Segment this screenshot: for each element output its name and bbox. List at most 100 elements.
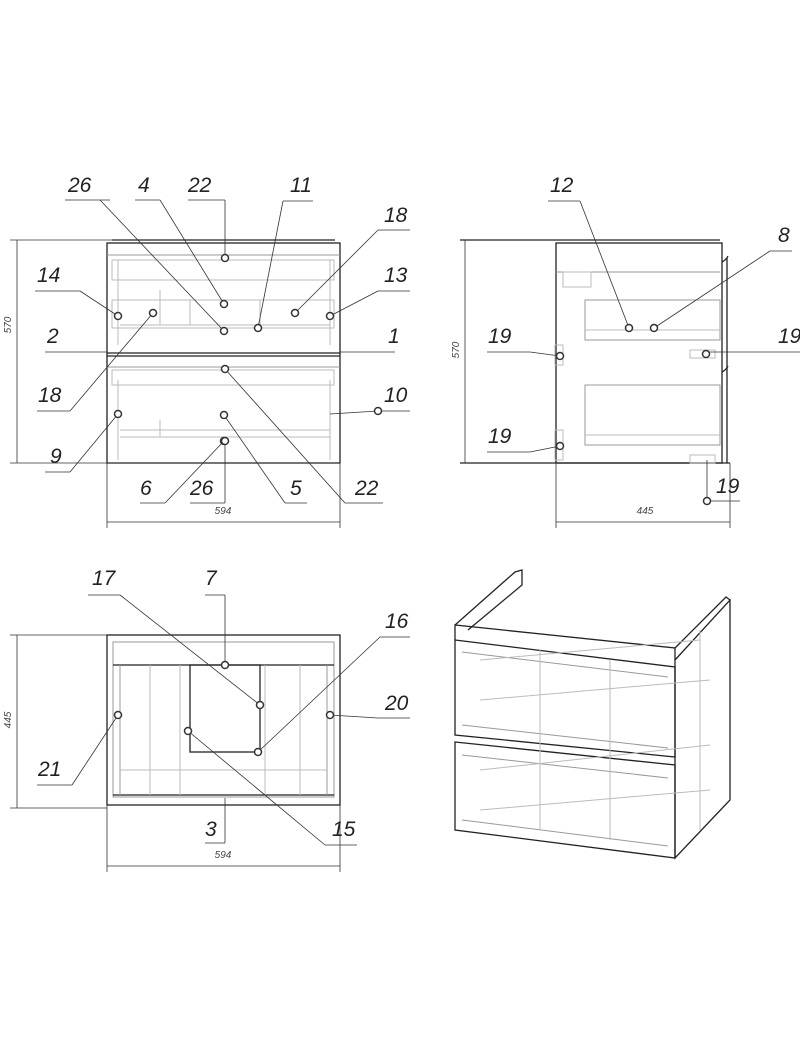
- top-width-dimension: 594: [215, 850, 232, 861]
- callout-front: 18: [290, 204, 410, 318]
- callout-front: 13: [325, 264, 410, 321]
- part-marker: [555, 351, 565, 361]
- part-number-label: 2: [46, 325, 59, 348]
- callout-top: 3: [205, 798, 226, 844]
- callout-top: 17: [88, 567, 265, 710]
- part-marker: [702, 496, 712, 506]
- part-number-label: 7: [205, 567, 218, 590]
- callout-front: 4: [135, 174, 229, 309]
- callout-front: 18: [37, 308, 158, 412]
- leader-line: [329, 410, 379, 415]
- callout-front: 1: [340, 325, 400, 353]
- part-marker: [113, 311, 123, 321]
- part-marker: [701, 349, 711, 359]
- top-outline: [106, 634, 341, 806]
- callout-side: 19: [487, 425, 565, 453]
- callout-front: 2: [45, 325, 107, 353]
- part-number-label: 19: [778, 325, 800, 348]
- part-number-label: 18: [384, 204, 408, 227]
- part-number-label: 4: [138, 174, 150, 197]
- part-marker: [220, 364, 230, 374]
- front-width-dimension: 594: [215, 506, 232, 517]
- leader-line: [223, 414, 286, 504]
- part-number-label: 8: [778, 224, 790, 247]
- callout-side: 19: [487, 325, 565, 361]
- callout-front: 26: [65, 174, 229, 336]
- callout-front: 9: [45, 409, 123, 473]
- part-number-label: 18: [38, 384, 62, 407]
- part-number-label: 12: [550, 174, 574, 197]
- callout-front: 22: [220, 364, 383, 504]
- leader-line: [257, 200, 284, 329]
- callout-top: 7: [205, 567, 230, 670]
- isometric-view: [454, 569, 731, 860]
- part-number-label: 15: [332, 818, 356, 841]
- part-number-label: 22: [354, 477, 379, 500]
- callout-front: 26: [189, 436, 230, 504]
- callout-front: 6: [140, 436, 229, 504]
- part-marker: [220, 436, 230, 446]
- side-outline: [555, 242, 723, 464]
- part-marker: [373, 406, 383, 416]
- part-marker: [253, 323, 263, 333]
- part-marker: [220, 660, 230, 670]
- part-number-label: 9: [50, 445, 62, 468]
- part-number-label: 13: [384, 264, 408, 287]
- side-height-dimension: 570: [451, 341, 462, 358]
- side-view: 570 445 12 8 19 19 19 19: [451, 174, 800, 528]
- iso-drawer-bottom: [454, 741, 676, 859]
- callout-side: 8: [649, 224, 792, 333]
- leader-line: [187, 730, 326, 846]
- part-marker: [219, 299, 229, 309]
- part-marker: [325, 710, 335, 720]
- leader-line: [69, 312, 154, 412]
- leader-line: [164, 440, 225, 504]
- part-marker: [624, 323, 634, 333]
- part-number-label: 10: [384, 384, 408, 407]
- leader-line: [653, 250, 771, 329]
- leader-line: [119, 594, 261, 706]
- callout-top: 16: [253, 610, 410, 757]
- callout-side: 19: [701, 325, 800, 359]
- part-number-label: 22: [187, 174, 212, 197]
- callout-front: 22: [187, 174, 230, 263]
- leader-line: [99, 199, 225, 332]
- side-depth-dimension: 445: [637, 506, 654, 517]
- part-marker: [219, 410, 229, 420]
- leader-line: [579, 200, 630, 329]
- part-number-label: 6: [140, 477, 152, 500]
- part-number-label: 3: [205, 818, 217, 841]
- callout-side: 19: [702, 460, 740, 506]
- part-number-label: 1: [388, 325, 400, 348]
- part-number-label: 16: [385, 610, 409, 633]
- part-number-label: 19: [488, 425, 512, 448]
- leader-line: [329, 290, 379, 317]
- part-marker: [219, 326, 229, 336]
- part-marker: [113, 409, 123, 419]
- callout-front: 10: [329, 384, 410, 416]
- leader-line: [529, 351, 561, 357]
- leader-line: [257, 636, 381, 753]
- front-height-dimension: 570: [3, 316, 14, 333]
- part-marker: [290, 308, 300, 318]
- part-marker: [253, 747, 263, 757]
- leader-line: [224, 368, 346, 504]
- callout-top: 21: [37, 710, 123, 786]
- part-number-label: 17: [92, 567, 117, 590]
- top-depth-dimension: 445: [3, 711, 14, 728]
- callout-top: 20: [325, 692, 410, 720]
- part-number-label: 14: [37, 264, 60, 287]
- callout-side: 12: [548, 174, 634, 333]
- callout-front: 11: [253, 174, 313, 333]
- part-number-label: 26: [67, 174, 92, 197]
- callout-front: 14: [35, 264, 123, 321]
- leader-line: [529, 445, 561, 453]
- part-marker: [148, 308, 158, 318]
- part-number-label: 20: [384, 692, 409, 715]
- part-number-label: 11: [290, 174, 312, 197]
- top-view: 445 594 17 7 16 20 21 3 15: [3, 567, 410, 872]
- part-marker: [113, 710, 123, 720]
- part-marker: [220, 253, 230, 263]
